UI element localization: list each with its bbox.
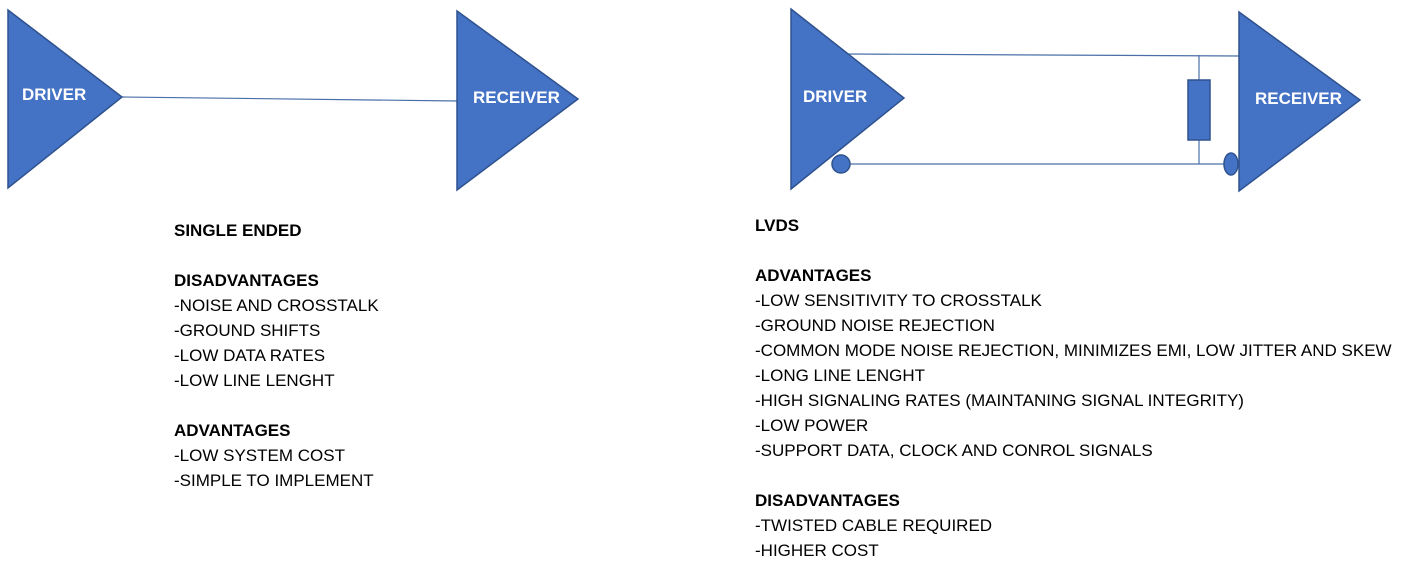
single-ended-disadvantage-item: -LOW DATA RATES <box>174 346 326 365</box>
lvds-receiver-label: RECEIVER <box>1255 89 1342 108</box>
lvds-advantage-item: -SUPPORT DATA, CLOCK AND CONROL SIGNALS <box>755 441 1153 460</box>
spacer <box>755 238 1392 263</box>
circuit-diagram: DRIVER RECEIVER DRIVER RECEIVER <box>7 7 1362 193</box>
single-ended-disadvantage-item: -GROUND SHIFTS <box>174 321 321 340</box>
single-ended-driver-label: DRIVER <box>22 85 86 104</box>
single-ended-disadvantage-item: -NOISE AND CROSSTALK <box>174 296 379 315</box>
lvds-advantage-item: -LOW SENSITIVITY TO CROSSTALK <box>755 291 1042 310</box>
lvds-notes: LVDS ADVANTAGES -LOW SENSITIVITY TO CROS… <box>755 213 1392 563</box>
lvds-advantage-item: -HIGH SIGNALING RATES (MAINTANING SIGNAL… <box>755 391 1244 410</box>
single-ended-disadvantages-heading: DISADVANTAGES <box>174 271 319 290</box>
spacer <box>755 463 1392 488</box>
lvds-disadvantage-item: -HIGHER COST <box>755 541 879 560</box>
lvds-receiver-inverting-bubble <box>1223 152 1239 176</box>
lvds-advantages-heading: ADVANTAGES <box>755 266 872 285</box>
lvds-driver-label: DRIVER <box>803 87 867 106</box>
lvds-advantage-item: -COMMON MODE NOISE REJECTION, MINIMIZES … <box>755 341 1392 360</box>
lvds-receiver-triangle <box>1238 10 1362 193</box>
single-ended-receiver-label: RECEIVER <box>473 88 560 107</box>
spacer <box>174 243 379 268</box>
lvds-driver-inverting-bubble <box>831 154 851 174</box>
single-ended-disadvantage-item: -LOW LINE LENGHT <box>174 371 335 390</box>
single-ended-receiver-triangle <box>456 9 580 192</box>
lvds-advantage-item: -LONG LINE LENGHT <box>755 366 926 385</box>
single-ended-advantage-item: -LOW SYSTEM COST <box>174 446 345 465</box>
single-ended-circuit: DRIVER RECEIVER <box>7 8 580 192</box>
single-ended-advantage-item: -SIMPLE TO IMPLEMENT <box>174 471 374 490</box>
lvds-driver-triangle <box>790 7 906 191</box>
single-ended-driver-triangle <box>7 8 124 190</box>
single-ended-signal-wire <box>121 96 459 102</box>
lvds-advantage-item: -GROUND NOISE REJECTION <box>755 316 995 335</box>
lvds-disadvantage-item: -TWISTED CABLE REQUIRED <box>755 516 993 535</box>
single-ended-notes: SINGLE ENDED DISADVANTAGES -NOISE AND CR… <box>174 218 379 493</box>
lvds-positive-wire <box>847 53 1241 57</box>
lvds-disadvantages-heading: DISADVANTAGES <box>755 491 900 510</box>
lvds-circuit: DRIVER RECEIVER <box>790 7 1362 193</box>
lvds-termination-resistor <box>1187 79 1211 141</box>
spacer <box>174 393 379 418</box>
lvds-advantage-item: -LOW POWER <box>755 416 869 435</box>
single-ended-advantages-heading: ADVANTAGES <box>174 421 291 440</box>
single-ended-title: SINGLE ENDED <box>174 221 302 240</box>
lvds-title: LVDS <box>755 216 800 235</box>
